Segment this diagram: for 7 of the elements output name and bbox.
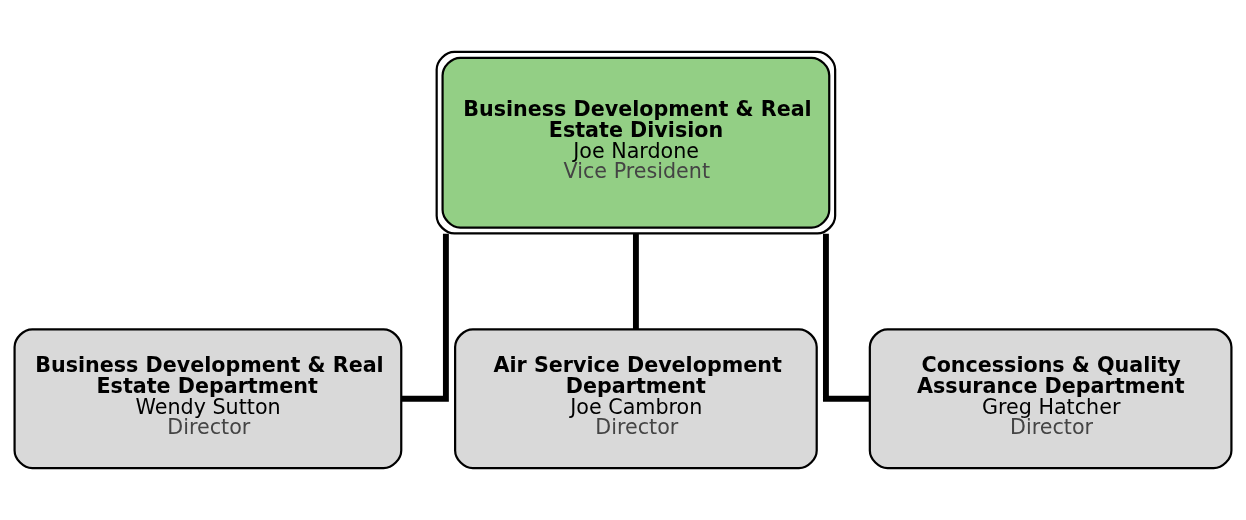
connector: [401, 233, 449, 402]
connector: [632, 233, 639, 330]
node-box: Concessions & Quality Assurance Department Greg Hatcher Director: [868, 328, 1233, 470]
node-box: Business Development & Real Estate Department Wendy Sutton Director: [13, 328, 403, 470]
node-box: Air Service Development Department Joe Cambron Director: [454, 328, 818, 470]
node-box: Business Development & Real Estate Division Joe Nardone Vice President: [435, 50, 837, 235]
connector: [822, 233, 870, 402]
